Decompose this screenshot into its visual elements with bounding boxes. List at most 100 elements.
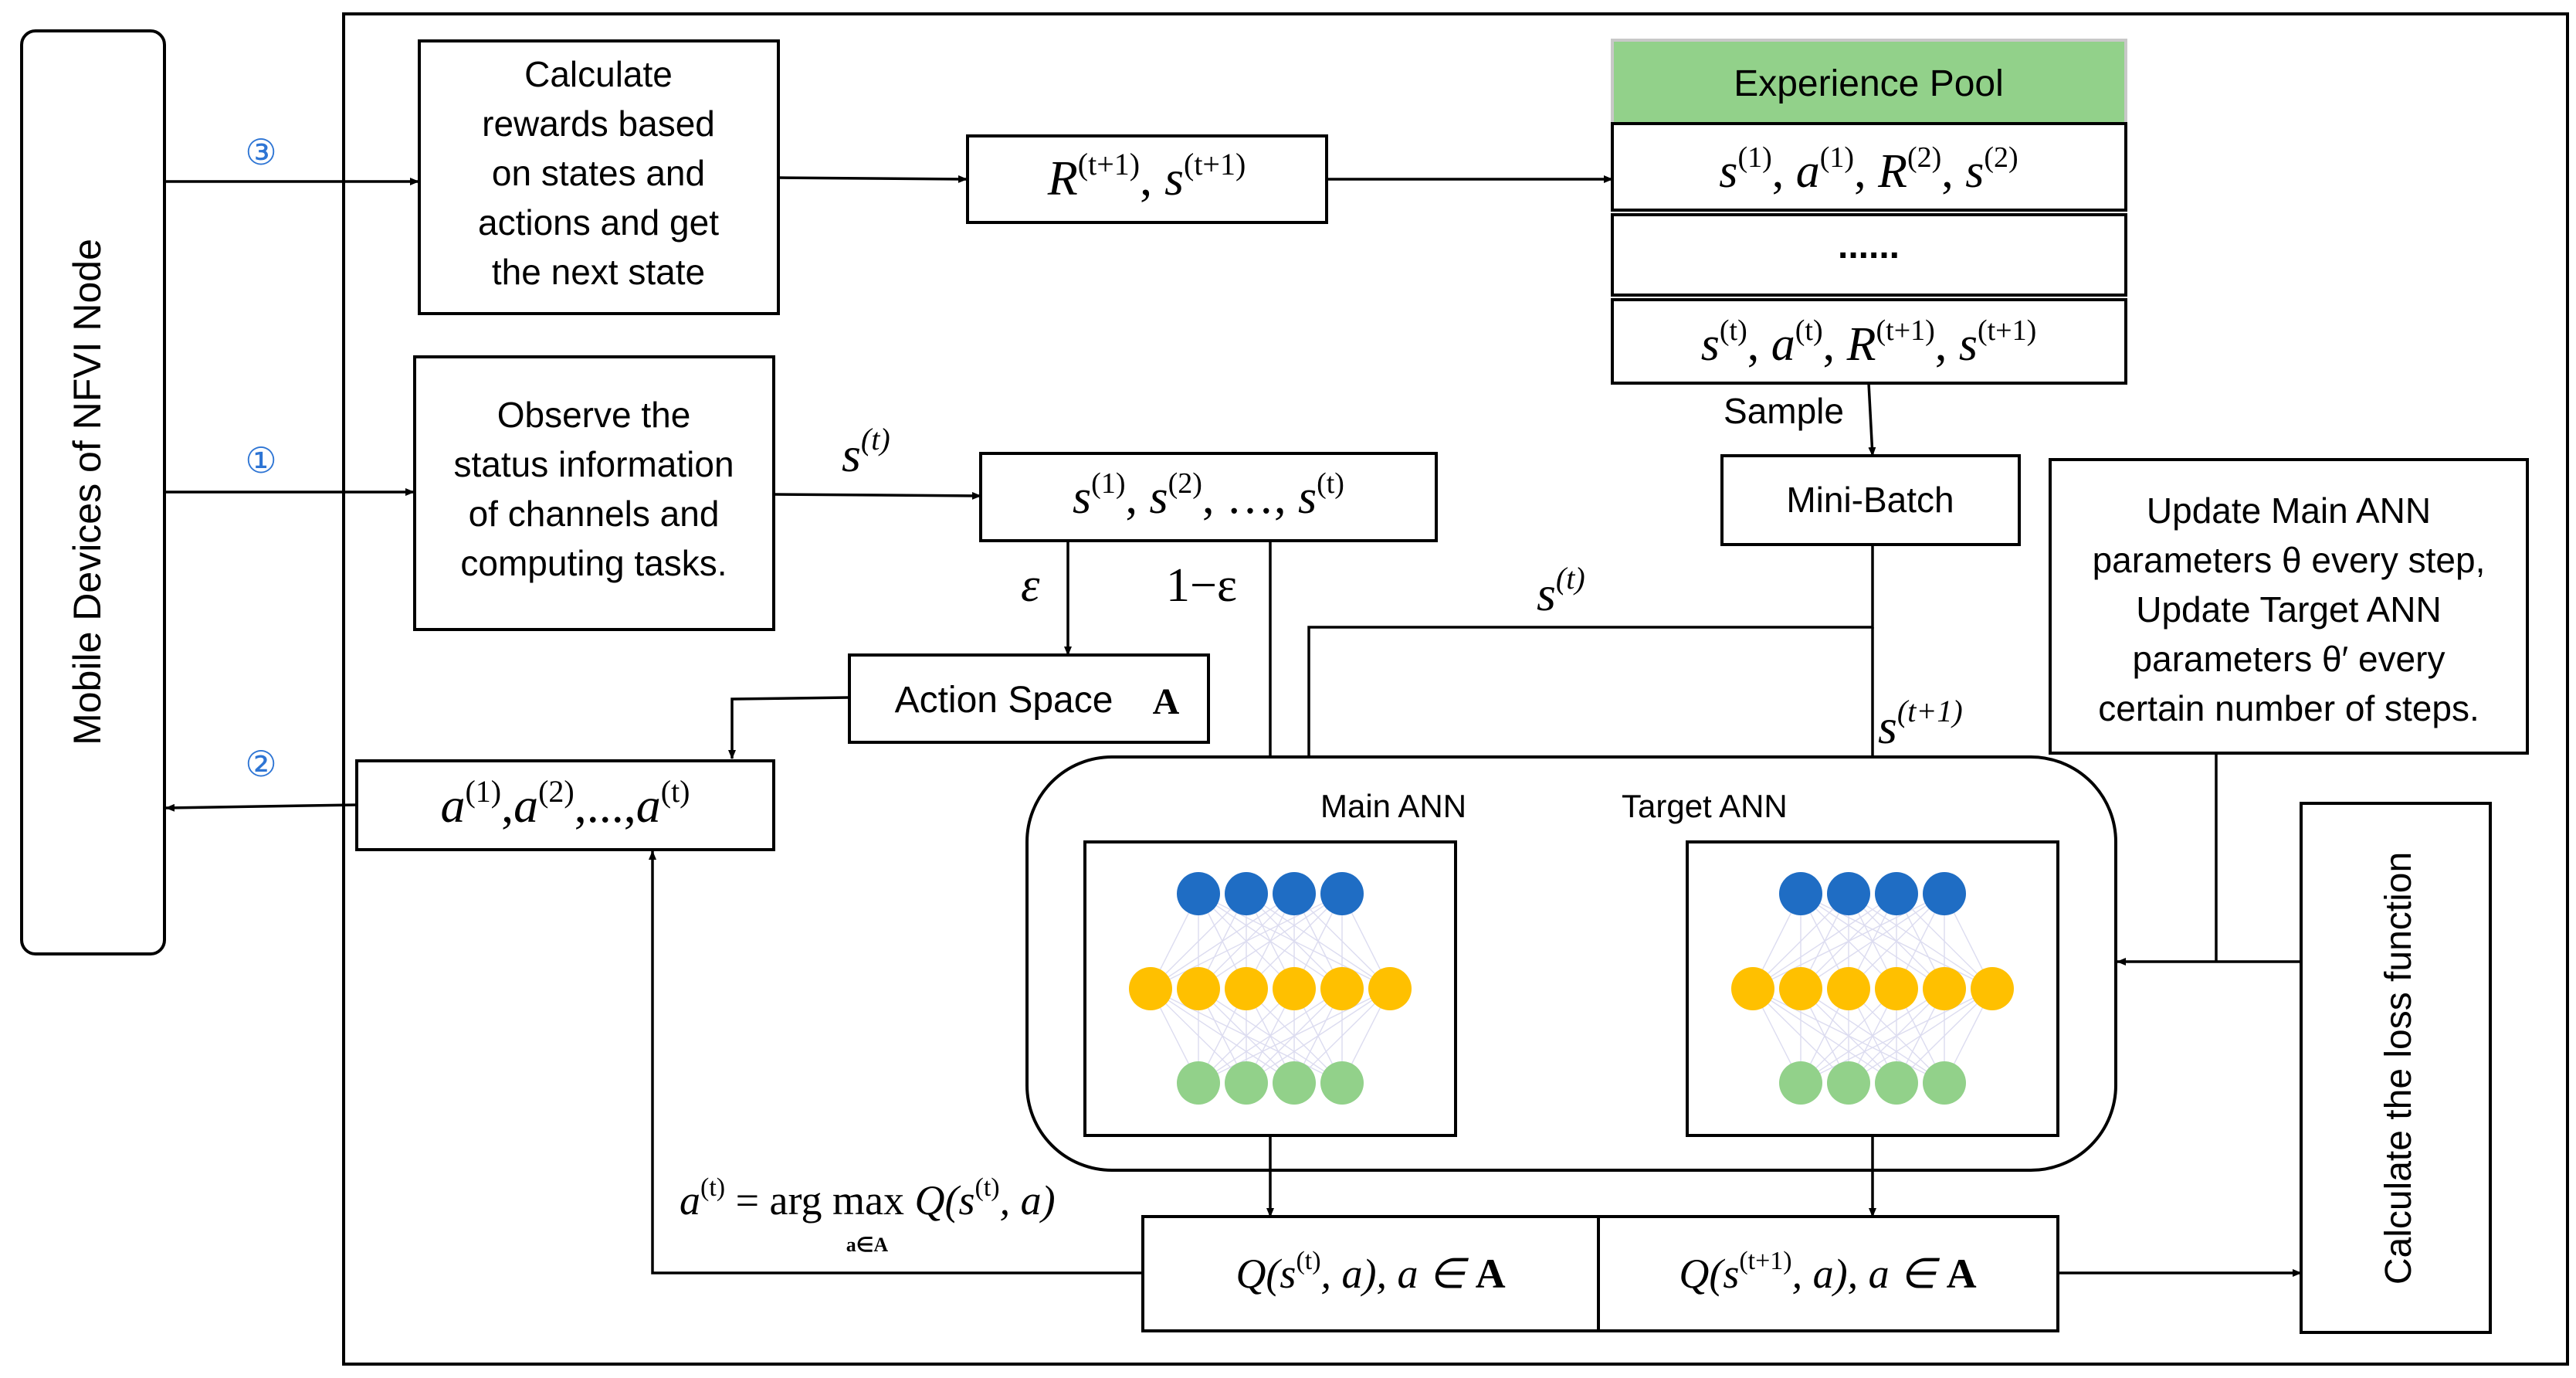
- arrow-minibatch-to-main-ann: [1305, 545, 1874, 844]
- mobile-node-label: Mobile Devices of NFVI Node: [66, 239, 109, 745]
- reward-state-formula: R(t+1), s(t+1): [1047, 147, 1246, 205]
- step-three-marker: ③: [245, 132, 276, 172]
- target-ann-hidden-node: [1923, 967, 1966, 1010]
- main-ann-hidden-node: [1320, 967, 1364, 1010]
- main-ann-hidden-node: [1129, 967, 1172, 1010]
- target-ann-input-node: [1827, 872, 1870, 915]
- mini-batch-label: Mini-Batch: [1786, 480, 1954, 520]
- target-ann-input-node: [1779, 872, 1822, 915]
- argmax-subscript: a∈A: [846, 1234, 889, 1256]
- main-ann-connection: [1198, 893, 1343, 989]
- mobile-node: Mobile Devices of NFVI Node: [20, 29, 166, 955]
- experience-row-2: [1611, 213, 2127, 297]
- update-line-5: certain number of steps.: [2098, 688, 2479, 728]
- action-sequence-text: a(1),a(2),...,a(t): [440, 774, 690, 833]
- main-ann-connection: [1150, 893, 1295, 989]
- target-ann-connection: [1752, 893, 1849, 989]
- observe-line-4: computing tasks.: [460, 543, 727, 583]
- experience-pool-header: [1611, 39, 2127, 125]
- observe-line-3: of channels and: [469, 494, 720, 534]
- q-main-text: Q(s(t), a), a ∈ A: [1235, 1247, 1505, 1297]
- target-ann-connection: [1800, 988, 1897, 1084]
- arrow-actions-to-node: [165, 803, 358, 812]
- main-ann-hidden-node: [1225, 967, 1268, 1010]
- arrow-observe-to-states: [773, 491, 981, 500]
- q-target-text: Q(s(t+1), a), a ∈ A: [1679, 1247, 1976, 1297]
- update-params-box: Update Main ANN parameters θ every step,…: [2049, 458, 2529, 755]
- update-line-4: parameters θ′ every: [2133, 639, 2446, 679]
- step-two-marker: ②: [245, 744, 276, 784]
- arrow-pool-to-minibatch: [1867, 382, 1876, 457]
- update-line-3: Update Target ANN: [2136, 589, 2442, 630]
- main-ann-output-node: [1320, 1061, 1364, 1105]
- target-ann-output-node: [1875, 1061, 1918, 1105]
- arrow-reward-to-rs: [778, 175, 968, 183]
- main-ann-hidden-node: [1177, 967, 1220, 1010]
- argmax-formula: a(t) = arg max Q(s(t), a): [680, 1173, 1056, 1224]
- main-ann-output-node: [1225, 1061, 1268, 1105]
- reward-line-4: actions and get: [478, 202, 719, 243]
- observe-box: Observe the status information of channe…: [413, 355, 775, 631]
- loss-function-box: Calculate the loss function: [2300, 802, 2492, 1334]
- target-ann-connection: [1752, 893, 1945, 989]
- target-ann-output-node: [1923, 1061, 1966, 1105]
- main-frame: [342, 12, 2569, 1366]
- arrow-action-space-to-actions: [728, 696, 850, 759]
- target-ann-hidden-node: [1731, 967, 1774, 1010]
- main-ann-connection: [1246, 893, 1343, 989]
- minibatch-state-label: s(t): [1537, 561, 1585, 621]
- mini-batch-box: Mini-Batch: [1720, 454, 2021, 546]
- main-ann-input-node: [1225, 872, 1268, 915]
- main-ann-connection: [1198, 988, 1295, 1084]
- loss-function-label: Calculate the loss function: [2378, 852, 2419, 1285]
- main-ann-output-node: [1273, 1061, 1316, 1105]
- target-ann-connection: [1896, 988, 1993, 1084]
- reward-line-5: the next state: [492, 252, 705, 292]
- state-sequence-box: s(1), s(2), …, s(t): [979, 452, 1438, 542]
- target-ann-output-node: [1827, 1061, 1870, 1105]
- target-ann-hidden-node: [1971, 967, 2014, 1010]
- main-ann-connection: [1198, 988, 1343, 1084]
- target-ann-connection: [1848, 988, 1993, 1084]
- state-sequence-text: s(1), s(2), …, s(t): [1073, 467, 1344, 524]
- minibatch-next-state-label: s(t+1): [1878, 694, 1963, 754]
- target-ann-output-node: [1779, 1061, 1822, 1105]
- target-ann-connection: [1800, 988, 1945, 1084]
- sample-label: Sample: [1724, 391, 1844, 431]
- target-ann-hidden-node: [1827, 967, 1870, 1010]
- main-ann-connection: [1150, 893, 1247, 989]
- target-ann-input-node: [1875, 872, 1918, 915]
- main-ann-input-node: [1320, 872, 1364, 915]
- q-main-box: Q(s(t), a), a ∈ A: [1141, 1215, 1600, 1332]
- reward-line-1: Calculate: [524, 54, 673, 94]
- reward-state-box: R(t+1), s(t+1): [966, 134, 1328, 224]
- target-ann-connection: [1752, 893, 1897, 989]
- main-ann-connection: [1150, 893, 1343, 989]
- observe-line-1: Observe the: [497, 395, 691, 435]
- action-space-label: Action Space: [895, 680, 1113, 721]
- q-target-box: Q(s(t+1), a), a ∈ A: [1597, 1215, 2059, 1332]
- target-ann-connection: [1848, 893, 1945, 989]
- observe-line-2: status information: [453, 444, 734, 484]
- reward-box: Calculate rewards based on states and ac…: [418, 39, 780, 315]
- main-ann-connection: [1246, 988, 1391, 1084]
- target-ann-network: [1731, 872, 2014, 1105]
- update-line-2: parameters θ every step,: [2093, 540, 2486, 580]
- experience-row-1: [1611, 122, 2127, 212]
- main-ann-label: Main ANN: [1320, 788, 1466, 824]
- target-ann-connection: [1800, 988, 1993, 1084]
- main-ann-hidden-node: [1273, 967, 1316, 1010]
- experience-row-3: [1611, 298, 2127, 385]
- experience-pool: Experience Pool s(1), a(1), R(2), s(2) .…: [1611, 39, 2127, 385]
- epsilon-label: ε: [1021, 559, 1040, 612]
- update-line-1: Update Main ANN: [2147, 490, 2431, 531]
- experience-row-2-text: ......: [1838, 226, 1900, 266]
- arrow-q-to-actions: [649, 850, 1143, 1274]
- step-one-marker: ①: [245, 440, 276, 480]
- main-ann-hidden-node: [1368, 967, 1412, 1010]
- action-space-symbol: A: [1153, 681, 1180, 722]
- main-ann-input-node: [1273, 872, 1316, 915]
- target-ann-input-node: [1923, 872, 1966, 915]
- experience-row-1-text: s(1), a(1), R(2), s(2): [1719, 141, 2018, 198]
